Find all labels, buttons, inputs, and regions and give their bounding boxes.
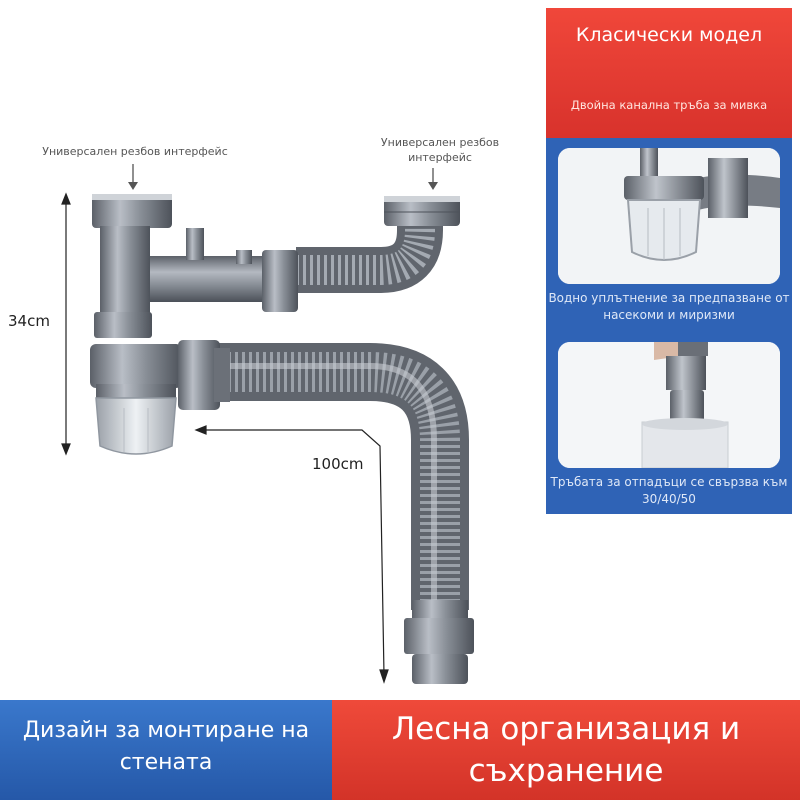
- thread-interface-label-left: Универсален резбов интерфейс: [42, 145, 228, 158]
- organization-banner: Лесна организация и съхранение: [332, 700, 800, 800]
- branch-coupling: [262, 250, 298, 312]
- flexible-drain-hose: [200, 343, 469, 610]
- length-dimension-line: [194, 425, 389, 684]
- small-inlet-side: [236, 250, 252, 264]
- wall-mount-banner: Дизайн за монтиране на стената: [0, 700, 332, 800]
- height-dimension-line: [61, 192, 71, 456]
- wall-mount-banner-text: Дизайн за монтиране на стената: [22, 718, 310, 775]
- bottom-connector: [404, 600, 474, 684]
- thread-interface-label-right: Универсален резбов интерфейс: [380, 136, 500, 164]
- height-dimension-label: 34cm: [8, 312, 50, 330]
- small-inlet-top: [186, 228, 204, 260]
- trap-detail-photo: [558, 148, 780, 284]
- feature-panel: Класически модел Двойна канална тръба за…: [546, 8, 792, 514]
- panel-caption-water-seal: Водно уплътнение за предпазване от насек…: [548, 291, 790, 322]
- panel-header: Класически модел Двойна канална тръба за…: [546, 8, 792, 138]
- waste-pipe-photo: [558, 342, 780, 468]
- callout-arrow-right: [428, 168, 438, 190]
- callout-arrow-left: [128, 164, 138, 190]
- panel-title: Класически модел: [575, 24, 763, 46]
- sink-drain-pipe-image: [61, 164, 474, 684]
- right-thread-nut: [384, 196, 460, 226]
- main-vertical-body: [90, 194, 182, 388]
- hose-coupling: [178, 340, 230, 410]
- panel-subtitle: Двойна канална тръба за мивка: [570, 98, 768, 112]
- panel-caption-waste-pipe: Тръбата за отпадъци се свързва към 30/40…: [550, 475, 788, 506]
- organization-banner-text: Лесна организация и съхранение: [391, 711, 741, 789]
- upper-flexible-arm: [296, 218, 443, 293]
- length-dimension-label: 100cm: [312, 455, 364, 473]
- transparent-trap-cup: [95, 384, 177, 455]
